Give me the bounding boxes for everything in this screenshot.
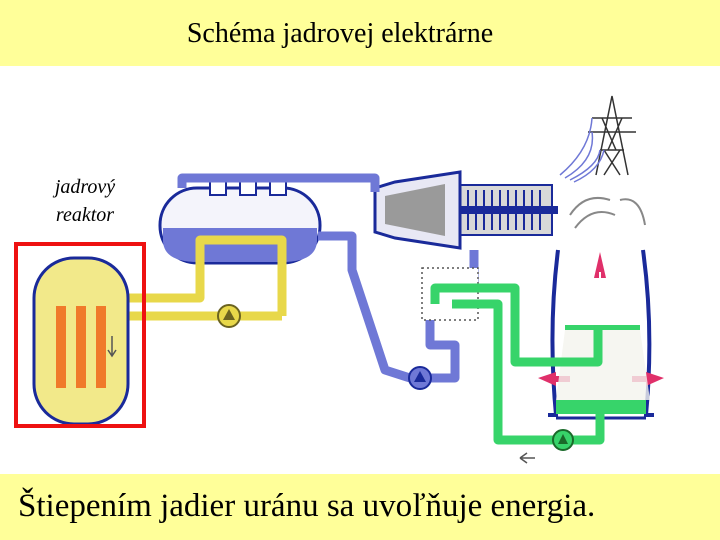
steam-dome-1	[209, 180, 227, 196]
reactor-label-line1: jadrový	[54, 176, 116, 198]
fuel-rod-3	[96, 306, 106, 388]
cooling-pump-icon	[558, 434, 568, 444]
cooling-tower-right-wall	[641, 249, 654, 417]
steam-generator-water	[163, 228, 317, 262]
steam-line-to-turbine	[177, 173, 380, 192]
updraft-arrow	[594, 252, 606, 278]
warm-water-line	[430, 283, 603, 367]
primary-circuit	[126, 235, 287, 321]
condenser	[421, 267, 479, 321]
steam-plume-3	[619, 198, 646, 226]
generator-shaft	[440, 206, 558, 214]
slide-title: Schéma jadrovej elektrárne	[186, 18, 494, 49]
feedwater-pump-icon	[414, 371, 426, 382]
fuel-rod-2	[76, 306, 86, 388]
cooling-water-basin	[556, 400, 646, 414]
steam-generator	[158, 180, 322, 265]
steam-dome-2	[239, 180, 257, 196]
nuclear-plant-diagram	[14, 95, 664, 464]
hot-leg-line	[126, 235, 287, 316]
caption-bar: Štiepením jadier uránu sa uvoľňuje energ…	[0, 474, 720, 540]
basin-outlet-line	[570, 414, 605, 445]
reactor-label-line2: reaktor	[55, 204, 115, 226]
fuel-rod-1	[56, 306, 66, 388]
steam-plume-2	[574, 211, 616, 229]
return-water-line	[452, 299, 560, 445]
title-bar: Schéma jadrovej elektrárne	[0, 0, 720, 66]
pylon-arms	[588, 117, 636, 151]
reactor-vessel	[32, 256, 130, 426]
cooling-distributor	[565, 325, 640, 330]
primary-pump-icon	[223, 309, 235, 320]
transmission-lines	[559, 117, 605, 183]
air-inlet-arrow-right	[632, 372, 664, 386]
coolant-flow-arrow	[107, 336, 117, 358]
cooling-fill-area	[556, 330, 650, 400]
feedwater-line	[318, 231, 412, 383]
cooling-circuit	[430, 283, 605, 445]
air-inlet-arrow-left	[538, 372, 570, 386]
flow-arrow-bottom	[519, 452, 535, 464]
reactor-highlight-box	[14, 242, 146, 428]
cooling-tower	[538, 196, 664, 420]
pylon-bracing	[601, 117, 623, 176]
power-pylon	[559, 95, 636, 183]
cooling-tower-left-wall	[548, 249, 560, 417]
slide-caption: Štiepením jadier uránu sa uvoľňuje energ…	[18, 488, 596, 524]
steam-plume-1	[569, 196, 611, 216]
steam-dome-3	[269, 180, 287, 196]
turbine	[373, 170, 462, 250]
turbine-rotor	[385, 184, 445, 236]
pylon-frame	[595, 95, 629, 176]
